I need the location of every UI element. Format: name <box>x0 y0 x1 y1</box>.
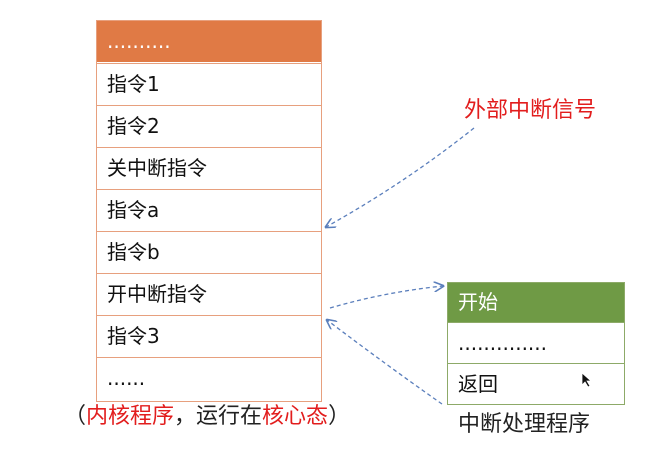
return-from-handler-arrow <box>327 320 443 405</box>
main-program-caption: （内核程序，运行在核心态） <box>64 398 350 430</box>
caption-suffix: ） <box>328 404 351 429</box>
caption-middle: ，运行在 <box>174 404 263 429</box>
main-program-header: .......... <box>97 21 321 63</box>
mouse-pointer-icon <box>581 372 593 388</box>
main-program-row-8: ...... <box>97 357 321 401</box>
caption-prefix: （ <box>64 404 87 429</box>
interrupt-handler-row-1: .............. <box>448 322 624 363</box>
main-program-row-6: 开中断指令 <box>97 273 321 315</box>
caption-kernel-mode: 核心态 <box>262 404 329 429</box>
external-interrupt-signal-label: 外部中断信号 <box>464 98 597 123</box>
main-program-row-7: 指令3 <box>97 315 321 357</box>
main-program-row-1: 指令1 <box>97 63 321 105</box>
main-program-stack: .......... 指令1 指令2 关中断指令 指令a 指令b 开中断指令 指… <box>96 20 322 402</box>
main-program-row-3: 关中断指令 <box>97 147 321 189</box>
interrupt-handler-row-2: 返回 <box>448 363 624 404</box>
jump-to-handler-arrow <box>329 286 443 309</box>
interrupt-handler-stack: 开始 .............. 返回 <box>447 282 625 405</box>
external-signal-arrow <box>326 127 475 227</box>
main-program-row-2: 指令2 <box>97 105 321 147</box>
interrupt-handler-header: 开始 <box>448 283 624 322</box>
caption-kernel-program: 内核程序 <box>86 404 175 429</box>
main-program-row-4: 指令a <box>97 189 321 231</box>
main-program-row-5: 指令b <box>97 231 321 273</box>
interrupt-handler-caption: 中断处理程序 <box>458 412 591 437</box>
